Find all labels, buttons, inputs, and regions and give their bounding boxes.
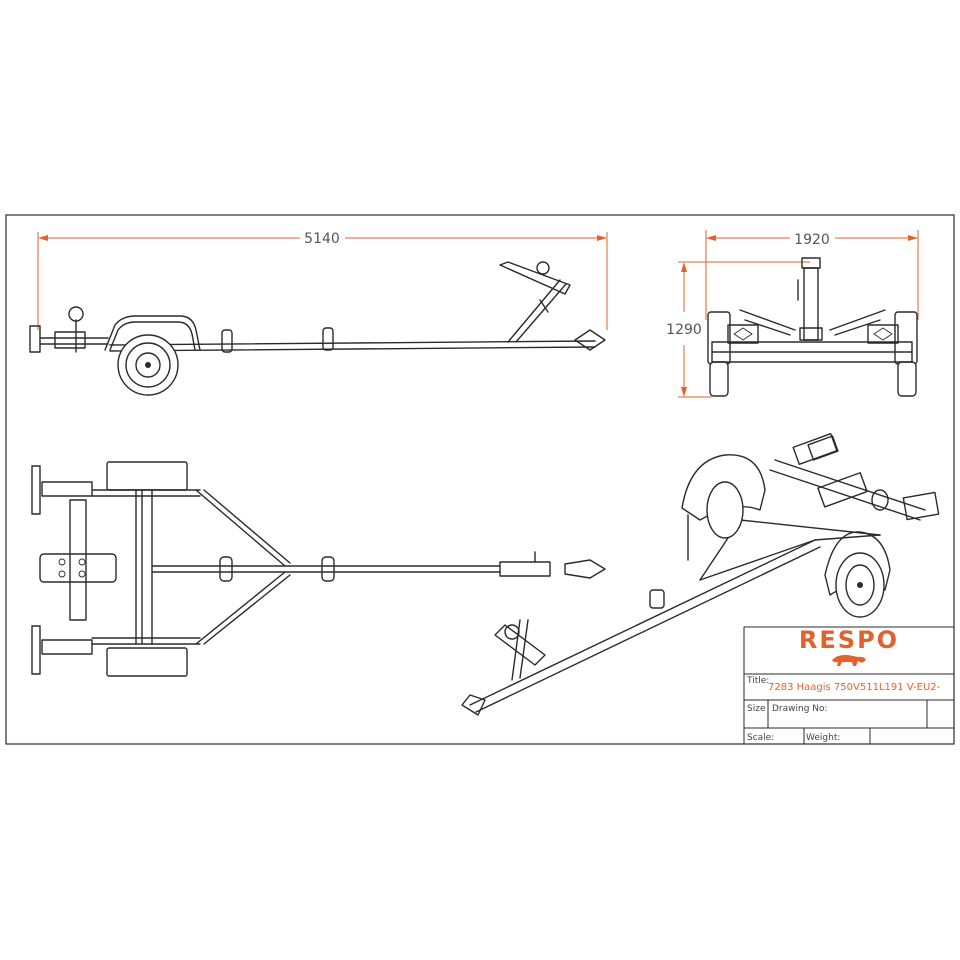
title-block: RESPO Title: 7283 Haagis 750V511L191 V-E…: [743, 626, 955, 745]
weight-label: Weight:: [806, 733, 840, 743]
height-dimension-label: 1290: [666, 322, 702, 338]
respo-logo-animal-icon: [832, 654, 866, 666]
title-value: 7283 Haagis 750V511L191 V-EU2-: [768, 682, 941, 693]
title-label: Title:: [746, 676, 769, 686]
width-dimension-label: 1920: [794, 232, 830, 248]
drawing-frame: [5, 214, 955, 745]
drawing-no-label: Drawing No:: [772, 704, 828, 714]
scale-label: Scale:: [747, 733, 774, 743]
top-view: [31, 461, 606, 677]
length-dimension-label: 5140: [304, 231, 340, 247]
isometric-view: [461, 433, 940, 716]
length-dimension: 5140: [37, 231, 608, 330]
size-label: Size: [747, 704, 766, 714]
respo-logo: RESPO: [799, 626, 899, 654]
rear-view: 1920 1290: [666, 230, 919, 398]
side-view: 5140: [29, 231, 608, 396]
